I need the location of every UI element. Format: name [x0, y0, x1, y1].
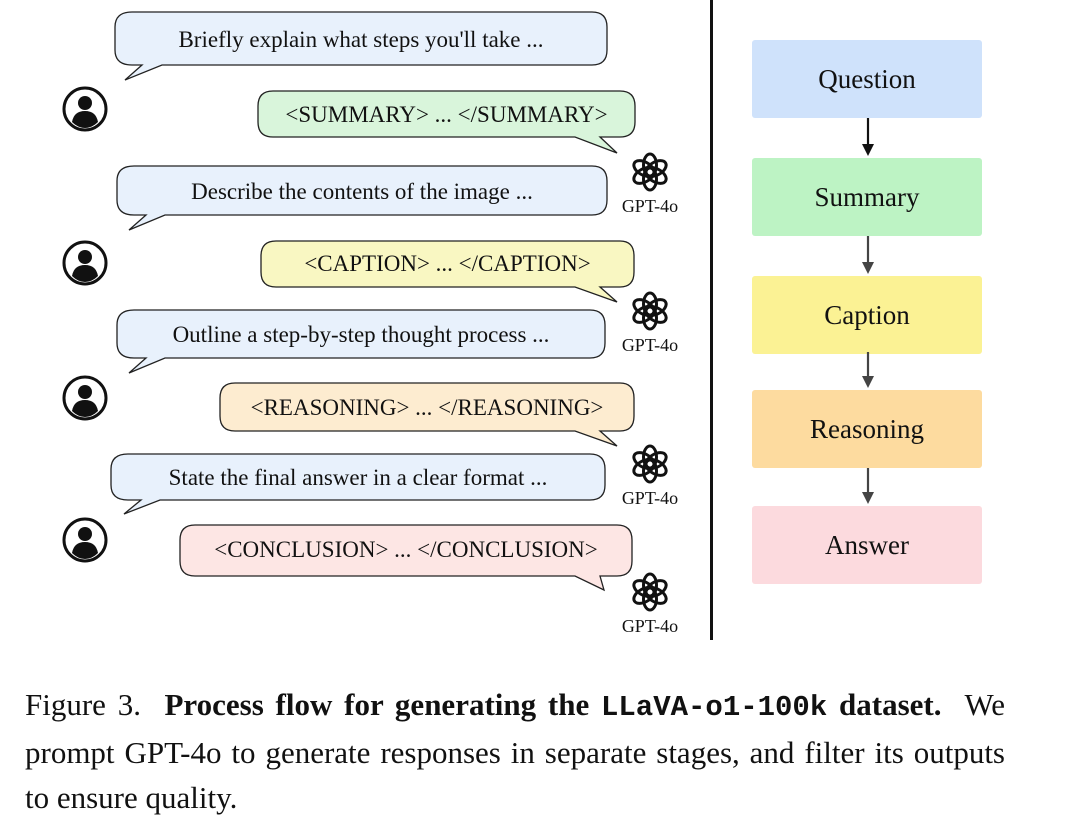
summary-response-bubble	[257, 90, 636, 154]
gpt4o-badge: GPT-4o	[610, 291, 690, 361]
user-prompt-2: Describe the contents of the image ...	[191, 179, 533, 204]
arrow-down-icon	[862, 236, 874, 274]
openai-logo-icon	[632, 572, 668, 612]
user-avatar-icon	[62, 86, 108, 132]
stage-reasoning: Reasoning	[752, 390, 982, 468]
figure-label: Figure 3.	[25, 687, 141, 722]
conclusion-response: <CONCLUSION> ... </CONCLUSION>	[214, 537, 598, 562]
reasoning-response: <REASONING> ... </REASONING>	[250, 395, 604, 420]
stage-question: Question	[752, 40, 982, 118]
openai-logo-icon	[632, 291, 668, 331]
user-bubble-2	[116, 165, 608, 231]
user-prompt-4: State the final answer in a clear format…	[168, 465, 548, 490]
user-bubble-3	[116, 309, 606, 374]
user-prompt-3: Outline a step-by-step thought process .…	[172, 322, 550, 347]
openai-logo-icon	[632, 444, 668, 484]
summary-response: <SUMMARY> ... </SUMMARY>	[285, 102, 608, 127]
dataset-name: LLaVA-o1-100k	[601, 691, 828, 724]
user-bubble-1	[114, 11, 608, 81]
gpt4o-badge: GPT-4o	[610, 152, 690, 222]
reasoning-response-bubble	[219, 382, 635, 447]
user-avatar-icon	[62, 375, 108, 421]
caption-bold-suffix: dataset.	[839, 687, 942, 722]
gpt4o-label: GPT-4o	[621, 488, 679, 508]
gpt4o-label: GPT-4o	[621, 616, 679, 636]
stage-caption: Caption	[752, 276, 982, 354]
caption-body: We prompt GPT-4o to generate responses i…	[25, 687, 1006, 815]
caption-response-bubble	[260, 240, 635, 303]
gpt4o-label: GPT-4o	[621, 335, 679, 355]
caption-bold-title: Process flow for generating the	[164, 687, 590, 722]
chat-bubbles	[110, 11, 636, 592]
arrow-down-icon	[862, 468, 874, 504]
user-bubble-4	[110, 453, 606, 515]
gpt4o-badge: GPT-4o	[610, 444, 690, 514]
arrow-down-icon	[862, 352, 874, 388]
conclusion-response-bubble	[179, 524, 633, 592]
caption-response: <CAPTION> ... </CAPTION>	[304, 251, 591, 276]
gpt4o-label: GPT-4o	[621, 196, 679, 216]
arrow-down-icon	[862, 118, 874, 156]
user-avatar-icon	[62, 517, 108, 563]
openai-logo-icon	[632, 152, 668, 192]
stage-answer: Answer	[752, 506, 982, 584]
gpt4o-badge: GPT-4o	[610, 572, 690, 642]
user-prompt-1: Briefly explain what steps you'll take .…	[178, 27, 544, 52]
stage-summary: Summary	[752, 158, 982, 236]
figure-caption: Figure 3. Process flow for generating th…	[25, 682, 1005, 820]
vertical-divider	[710, 0, 713, 640]
user-avatar-icon	[62, 240, 108, 286]
